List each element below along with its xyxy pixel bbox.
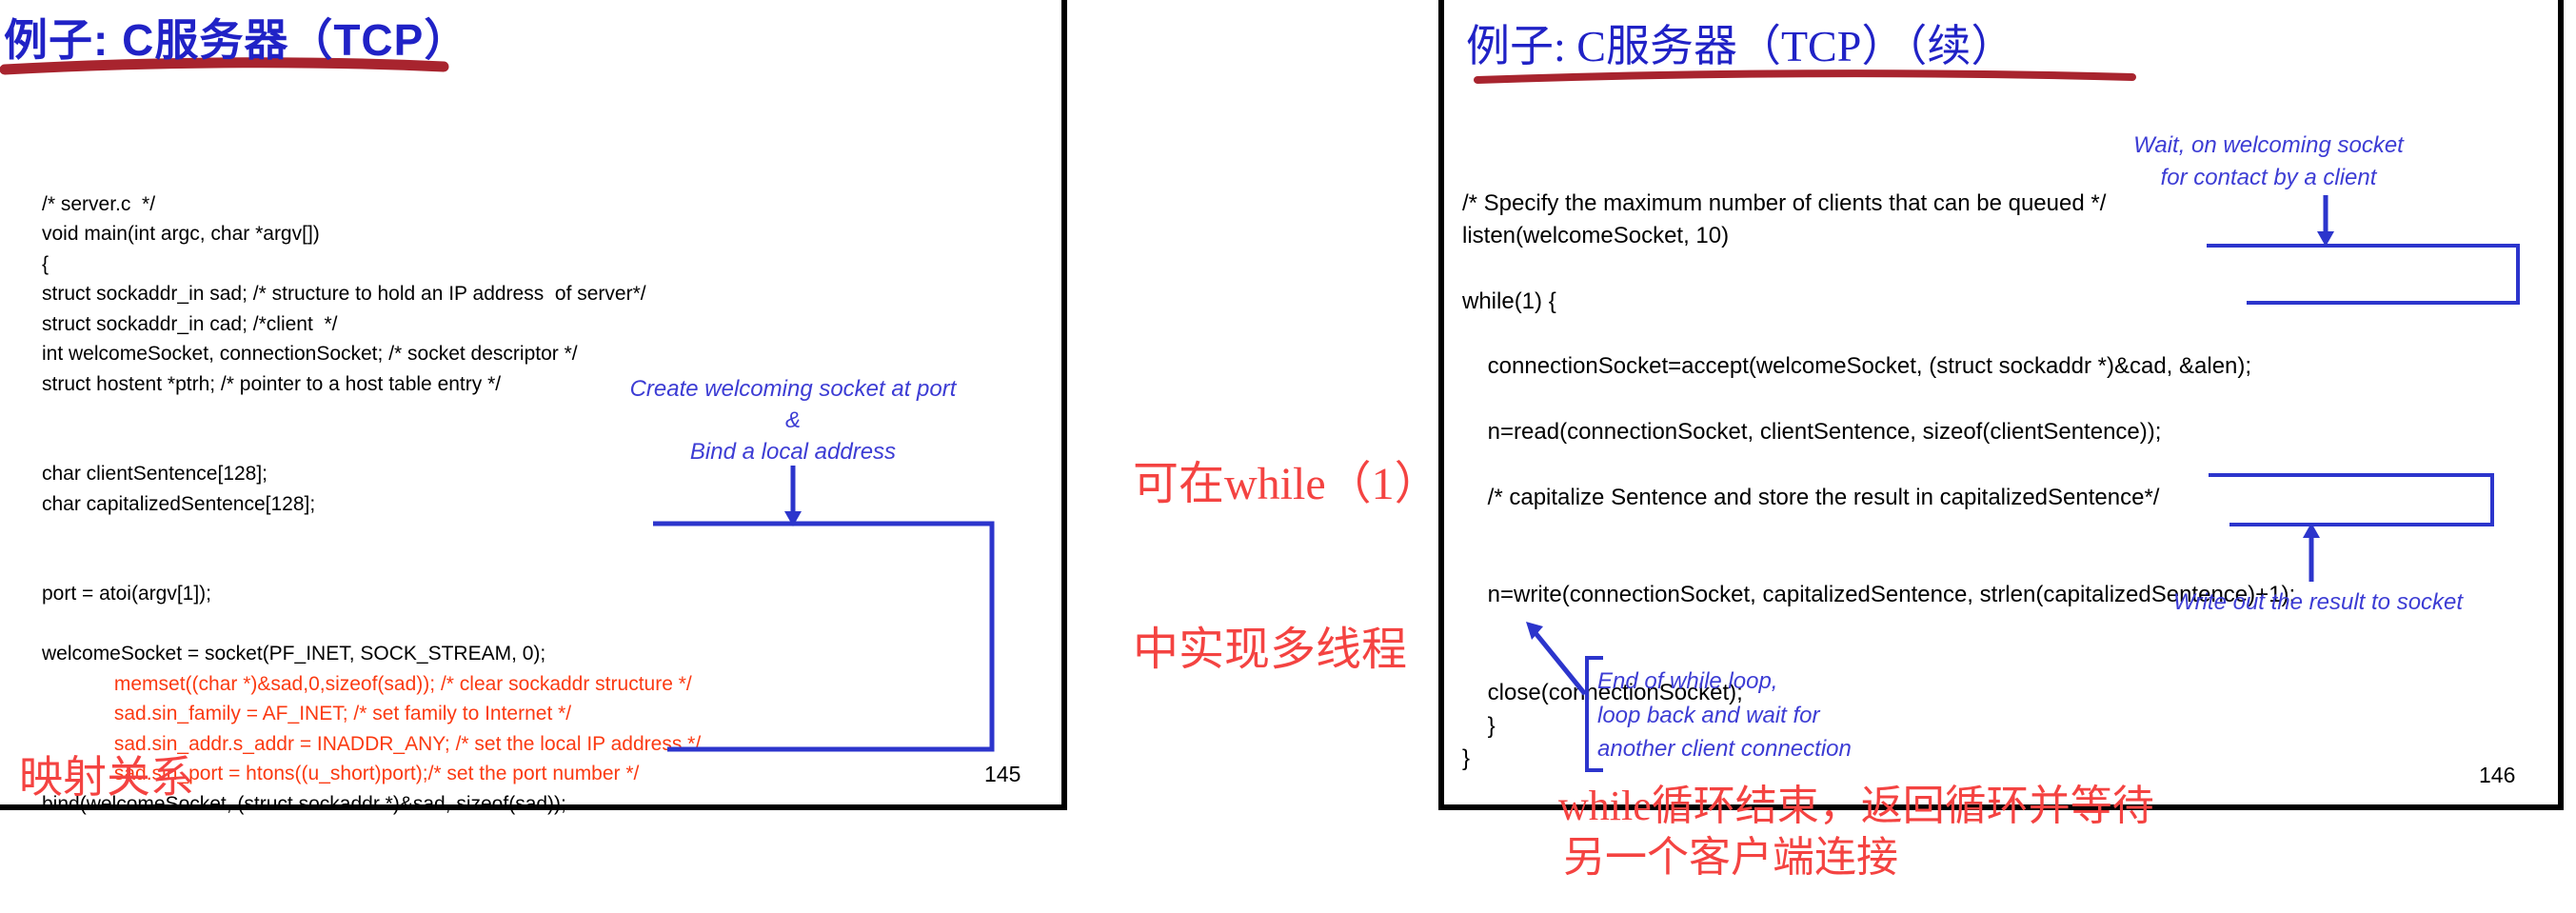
code-line: [42, 549, 701, 580]
code-line: [42, 519, 701, 549]
code-line: [42, 609, 701, 640]
right-slide-title: 例子: C服务器（TCP）（续）: [1466, 22, 2015, 70]
multithread-note: 可在while（1） 中实现多线程: [1133, 347, 1440, 788]
left-slide-bottom-border: [0, 804, 1067, 810]
code-line: {: [42, 252, 50, 275]
socket-bind-box: [653, 521, 995, 752]
end-of-while-note: End of while loop, loop back and wait for…: [1597, 665, 1852, 766]
code-line: sad.sin_port = htons((u_short)port);/* s…: [42, 763, 640, 784]
code-line: struct sockaddr_in cad; /*client */: [42, 312, 338, 335]
code-line: int welcomeSocket, connectionSocket; /* …: [42, 343, 578, 365]
left-slide-right-border: [1061, 0, 1067, 810]
code-line: n=read(connectionSocket, clientSentence,…: [1462, 418, 2162, 445]
note-line: End of while loop,: [1597, 668, 1778, 694]
code-line: [1462, 514, 2295, 546]
page-number-right: 146: [2479, 763, 2516, 787]
code-line: /* capitalize Sentence and store the res…: [1462, 484, 2160, 510]
right-code-block: /* Specify the maximum number of clients…: [1462, 89, 2295, 775]
code-line: memset((char *)&sad,0,sizeof(sad)); /* c…: [42, 672, 692, 695]
note-line: for contact by a client: [2160, 165, 2377, 190]
note-line: &: [784, 407, 801, 433]
mapping-relation-caption: 映射关系: [19, 753, 194, 802]
while-end-caption-line2: 另一个客户端连接: [1563, 834, 1898, 881]
right-slide-bottom-border: [1438, 804, 2564, 810]
note-line: Wait, on welcoming socket: [2133, 132, 2404, 158]
code-line: struct sockaddr_in sad; /* structure to …: [42, 283, 646, 305]
code-line: char capitalizedSentence[128];: [42, 492, 316, 515]
left-slide-title: 例子: C服务器（TCP）: [4, 15, 469, 65]
code-line: [1462, 645, 2295, 677]
wait-arrow-head: [2317, 231, 2334, 247]
code-line: connectionSocket=accept(welcomeSocket, (…: [1462, 353, 2252, 380]
title-underline-right: [1474, 69, 2136, 84]
note-line: another client connection: [1597, 736, 1852, 763]
code-line: welcomeSocket = socket(PF_INET, SOCK_STR…: [42, 643, 546, 665]
code-line: while(1) {: [1462, 288, 1556, 314]
code-line: [1462, 546, 2295, 579]
right-slide-right-border: [2558, 0, 2564, 810]
code-line: [1462, 448, 2295, 481]
code-line: sad.sin_family = AF_INET; /* set family …: [42, 703, 572, 724]
create-socket-note: Create welcoming socket at port & Bind a l…: [562, 373, 1024, 467]
multithread-note-line2: 中实现多线程: [1133, 625, 1408, 675]
code-line: port = atoi(argv[1]);: [42, 583, 211, 605]
code-line: n=write(connectionSocket, capitalizedSen…: [1462, 582, 2296, 608]
code-line: /* server.c */: [42, 192, 156, 215]
code-line: }: [1462, 712, 1496, 739]
code-line: [1462, 318, 2295, 350]
write-result-note: Write out the result to socket: [2172, 589, 2464, 615]
code-line: [1462, 384, 2295, 416]
note-line: Bind a local address: [689, 439, 897, 465]
multithread-note-line1: 可在while（1）: [1133, 459, 1440, 509]
code-line: void main(int argc, char *argv[]): [42, 223, 320, 245]
code-line: /* Specify the maximum number of clients…: [1462, 189, 2107, 216]
left-code-block: /* server.c */ void main(int argc, char *…: [42, 99, 701, 819]
code-line: char clientSentence[128];: [42, 463, 268, 485]
code-line: [1462, 252, 2295, 285]
code-line: listen(welcomeSocket, 10): [1462, 223, 1730, 249]
note-line: loop back and wait for: [1597, 702, 1820, 728]
bind-arrow-head: [784, 511, 802, 526]
wait-note: Wait, on welcoming socket for contact by …: [2051, 129, 2487, 194]
code-line: }: [1462, 744, 1471, 771]
write-arrow-head: [2303, 523, 2320, 538]
code-line: close(connectionSocket);: [1462, 680, 1743, 706]
page-number-left: 145: [984, 762, 1021, 786]
code-line: struct hostent *ptrh; /* pointer to a ho…: [42, 372, 502, 395]
right-slide-left-border: [1438, 0, 1444, 810]
while-end-caption-line1: while循环结束，返回循环并等待: [1558, 783, 2154, 829]
note-line: Create welcoming socket at port: [629, 376, 957, 402]
